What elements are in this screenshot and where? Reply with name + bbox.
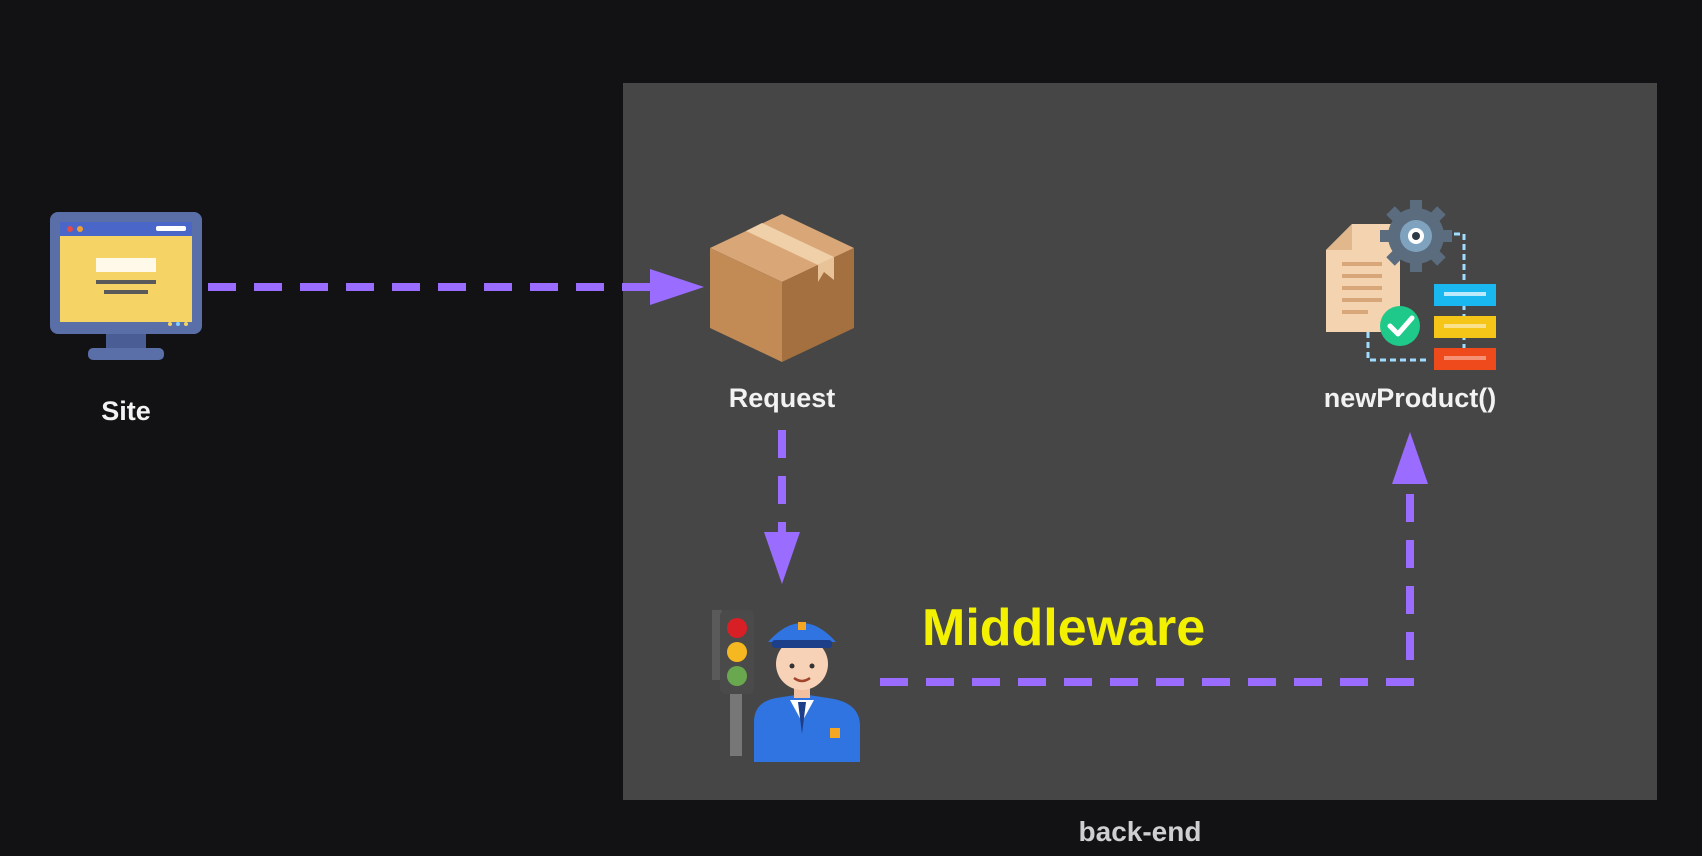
arrowhead-site-to-request	[650, 269, 704, 305]
monitor-icon	[50, 212, 202, 360]
arrowhead-to-newproduct	[1392, 432, 1428, 484]
backend-label: back-end	[1078, 816, 1202, 847]
middleware-label: Middleware	[922, 599, 1206, 657]
package-box-icon	[710, 214, 854, 362]
police-officer-traffic-light-icon	[712, 610, 860, 762]
site-label: Site	[101, 396, 151, 426]
document-gear-flowchart-icon	[1326, 200, 1496, 370]
arrowhead-request-to-middleware	[764, 532, 800, 584]
request-label: Request	[728, 383, 836, 413]
new-product-label: newProduct()	[1323, 383, 1497, 413]
edge-middleware-to-newproduct	[880, 484, 1414, 686]
